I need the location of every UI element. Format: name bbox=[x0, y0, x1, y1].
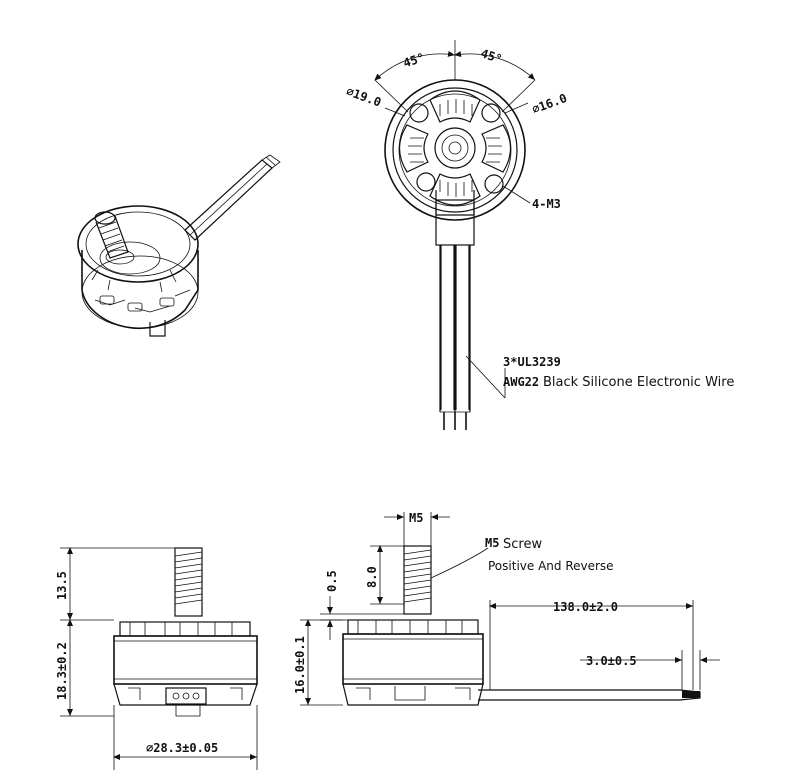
thread-label: M5 bbox=[409, 511, 423, 525]
diameter-label: ⌀28.3±0.05 bbox=[146, 741, 218, 755]
gap-label: 0.5 bbox=[325, 570, 339, 592]
screw-note-label: Positive And Reverse bbox=[488, 559, 614, 573]
right-body-height-label: 16.0±0.1 bbox=[293, 636, 307, 694]
strip-length-label: 3.0±0.5 bbox=[586, 654, 637, 668]
side-view-right bbox=[300, 512, 720, 706]
side-view-left bbox=[60, 547, 258, 770]
top-view bbox=[374, 40, 536, 430]
angle-left-label: 45° bbox=[401, 50, 426, 70]
screw-code-label: M5 bbox=[485, 536, 499, 550]
wire-spec-description: Black Silicone Electronic Wire bbox=[543, 375, 734, 390]
isometric-motor-view bbox=[77, 154, 281, 337]
inner-diameter-label: ⌀16.0 bbox=[530, 91, 569, 117]
left-body-height-label: 18.3±0.2 bbox=[55, 642, 69, 700]
wire-spec-line1: 3*UL3239 bbox=[503, 355, 561, 369]
shaft-height-label: 13.5 bbox=[55, 571, 69, 600]
screw-text-label: Screw bbox=[503, 537, 542, 552]
wire-spec-awg: AWG22 bbox=[503, 375, 539, 389]
angle-right-label: 45° bbox=[479, 46, 504, 66]
thread-length-label: 8.0 bbox=[365, 566, 379, 588]
holes-label: 4-M3 bbox=[532, 197, 561, 211]
outer-diameter-label: ⌀19.0 bbox=[344, 84, 383, 110]
wire-length-label: 138.0±2.0 bbox=[553, 600, 618, 614]
